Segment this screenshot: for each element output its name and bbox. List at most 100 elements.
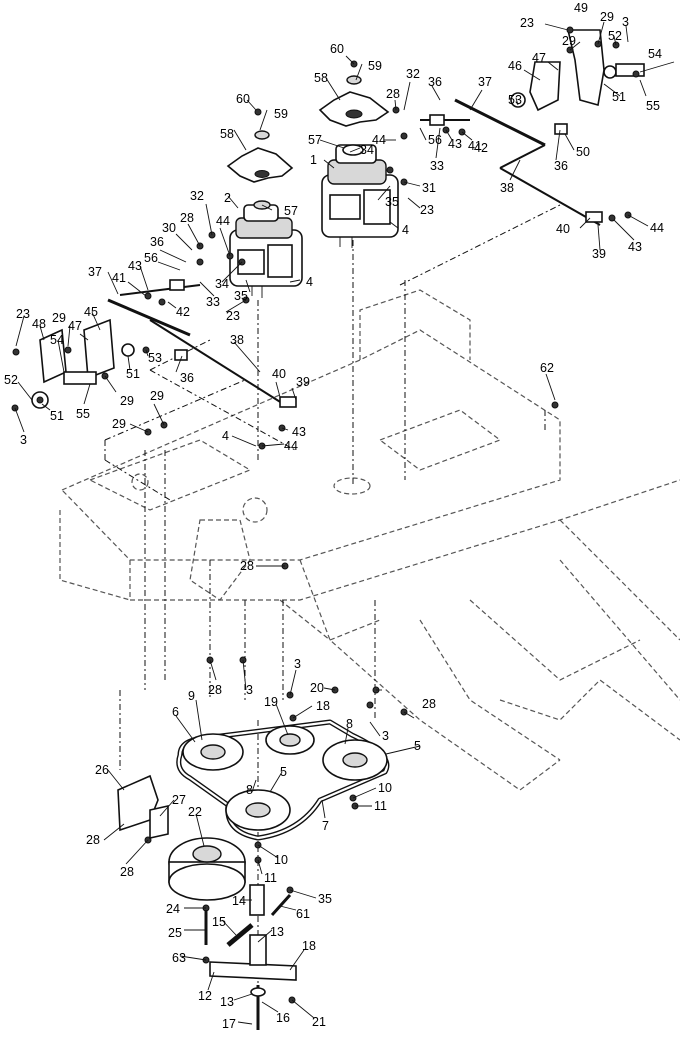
callout: 28 [180,211,194,225]
belt-drive [176,719,390,841]
callout: 6 [172,705,179,719]
callout: 29 [120,394,134,408]
callout: 28 [240,559,254,573]
callout: 23 [226,309,240,323]
callout: 44 [650,221,664,235]
callout: 57 [308,133,322,147]
callout: 49 [574,1,588,15]
deck-frame [59,289,680,791]
callout: 8 [246,783,253,797]
callout: 22 [188,805,202,819]
callout: 28 [208,683,222,697]
callout: 38 [230,333,244,347]
right-transaxle [321,144,399,248]
callout: 51 [612,90,626,104]
callout: 55 [76,407,90,421]
callout: 52 [608,29,622,43]
callout: 38 [500,181,514,195]
callout: 28 [86,833,100,847]
callout: 27 [172,793,186,807]
callout: 59 [274,107,288,121]
callout: 14 [232,894,246,908]
callout: 37 [478,75,492,89]
callout: 4 [402,223,409,237]
callout: 25 [168,926,182,940]
callout: 3 [246,683,253,697]
callout: 41 [112,271,126,285]
callout: 56 [428,133,442,147]
callout: 58 [314,71,328,85]
callout: 28 [386,87,400,101]
callout: 43 [292,425,306,439]
callout: 32 [406,67,420,81]
callout: 4 [306,275,313,289]
callout: 36 [428,75,442,89]
callout: 24 [166,902,180,916]
callout: 23 [420,203,434,217]
callout: 37 [88,265,102,279]
callout: 9 [188,689,195,703]
callout: 5 [280,765,287,779]
callout: 13 [270,925,284,939]
callout: 20 [310,681,324,695]
callout: 23 [520,16,534,30]
callout: 60 [330,42,344,56]
alignment-lines [104,204,561,1000]
callout: 39 [296,375,310,389]
callout: 1 [310,153,317,167]
callout: 10 [274,853,288,867]
clutch-assembly [117,774,246,901]
callout: 31 [422,181,436,195]
callout: 43 [128,259,142,273]
callout: 56 [144,251,158,265]
linkages [107,98,603,408]
callout: 43 [628,240,642,254]
callout: 54 [648,47,662,61]
callout: 29 [600,10,614,24]
callout: 40 [272,367,286,381]
right-fan [318,60,390,127]
callout: 57 [284,204,298,218]
callout: 53 [148,351,162,365]
callout: 13 [220,995,234,1009]
callout: 28 [422,697,436,711]
callout: 35 [234,289,248,303]
callout: 44 [372,133,386,147]
callout: 19 [264,695,278,709]
callout: 21 [312,1015,326,1029]
callout: 8 [346,717,353,731]
callout: 12 [198,989,212,1003]
callout: 11 [374,799,387,813]
callout: 41 [468,139,482,153]
callout: 18 [316,699,330,713]
idler-arm [204,884,297,1030]
callout: 50 [576,145,590,159]
callout: 42 [176,305,190,319]
callout: 52 [4,373,18,387]
callout: 16 [276,1011,290,1025]
callout: 5 [414,739,421,753]
callout: 15 [212,915,226,929]
callout: 29 [150,389,164,403]
brackets [31,29,645,409]
callout: 43 [448,137,462,151]
callout: 54 [50,333,64,347]
callout: 35 [385,195,399,209]
callout: 3 [20,433,27,447]
left-fan [226,108,294,210]
callout: 47 [68,319,82,333]
callout: 10 [378,781,392,795]
callout: 40 [556,222,570,236]
callout: 45 [84,305,98,319]
callout: 36 [554,159,568,173]
callout: 36 [150,235,164,249]
callout: 35 [318,892,332,906]
callout: 3 [382,729,389,743]
fasteners [11,26,640,1004]
callout: 62 [540,361,554,375]
callout: 48 [32,317,46,331]
callout: 17 [222,1017,236,1031]
callout: 29 [112,417,126,431]
callout: 44 [284,439,298,453]
